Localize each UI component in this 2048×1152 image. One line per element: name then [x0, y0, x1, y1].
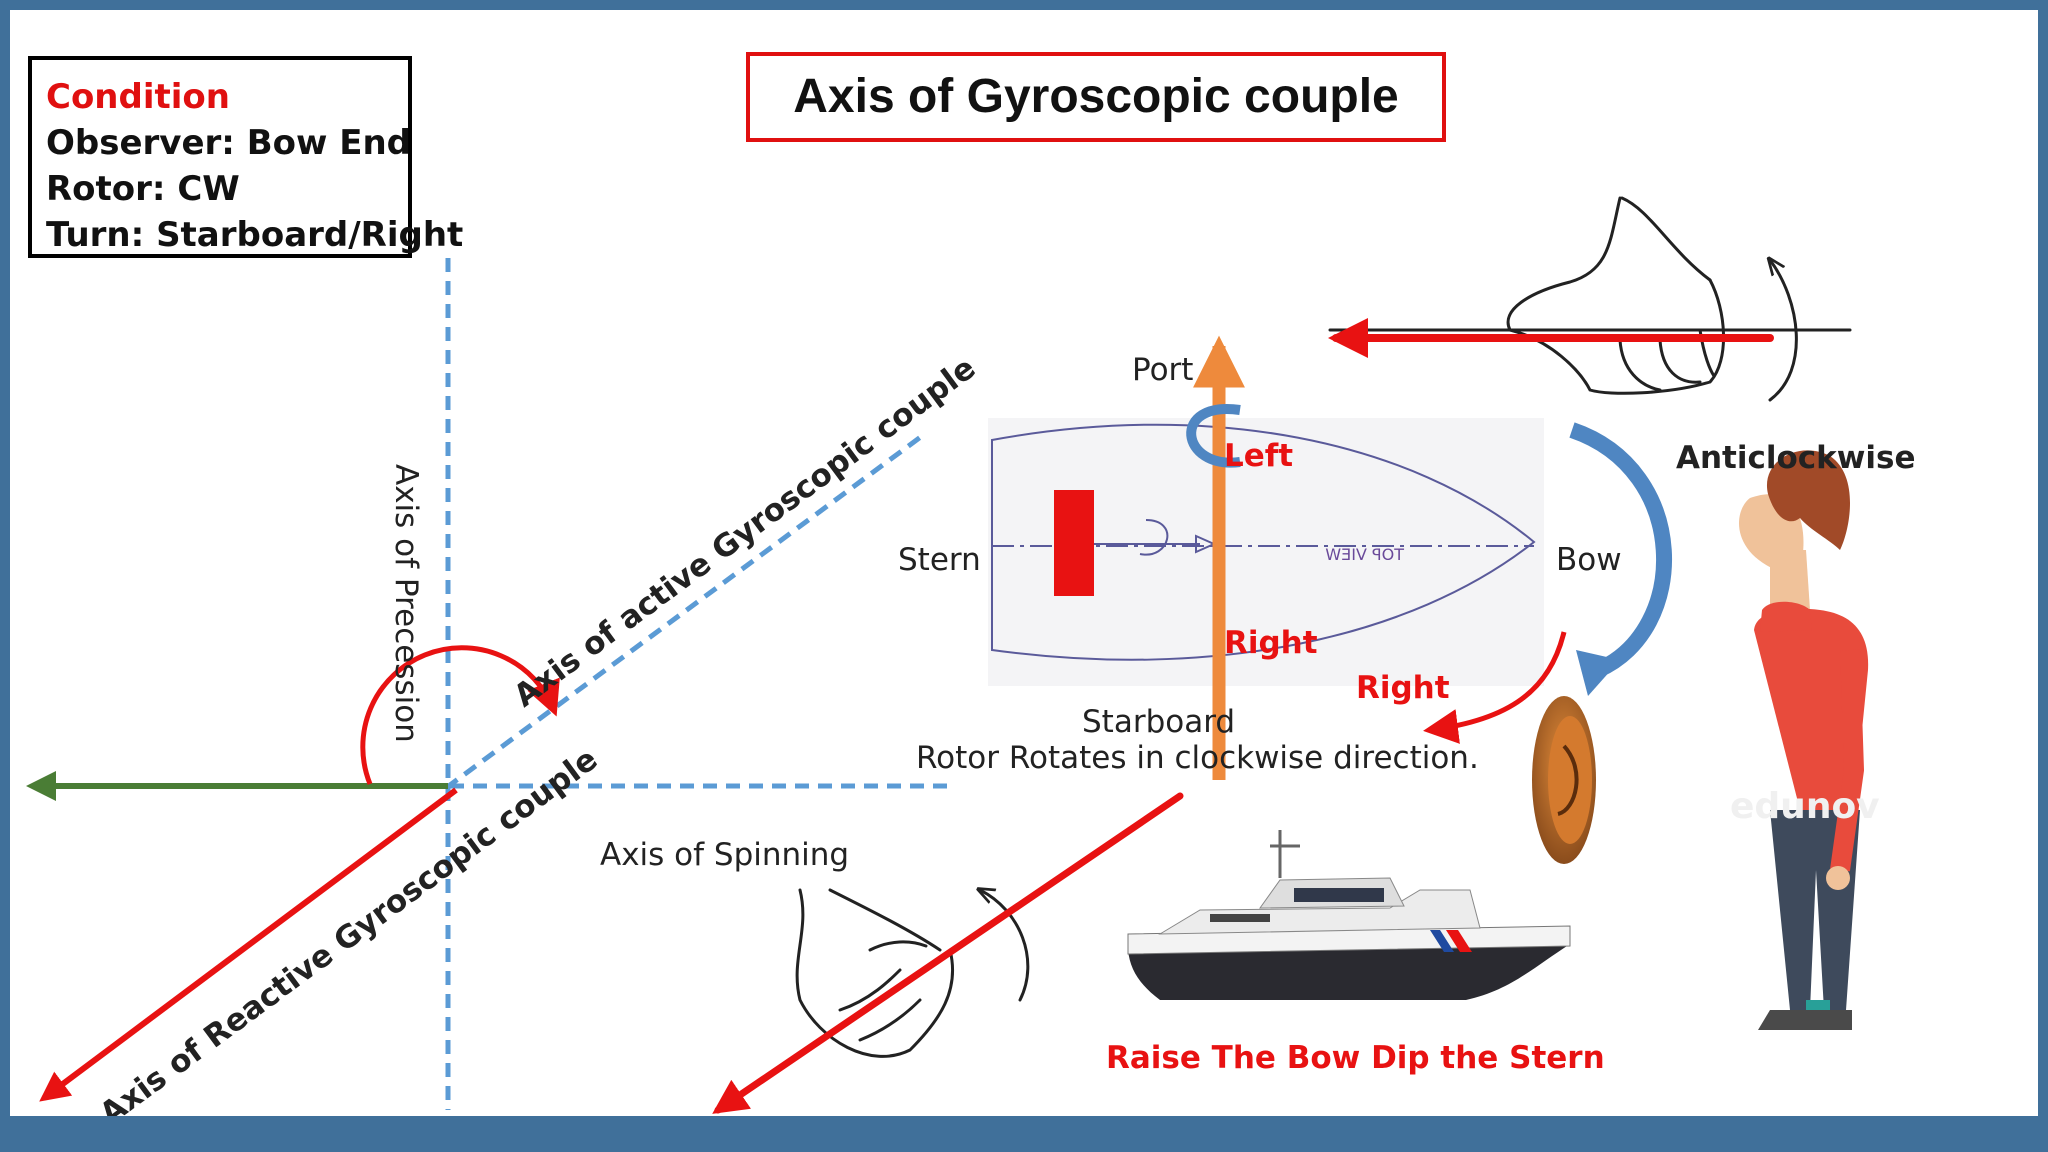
- anticlockwise-blue-arrow: [1569, 422, 1672, 678]
- active-couple-axis-line: [444, 433, 924, 791]
- bow-label: Bow: [1556, 542, 1622, 578]
- precession-rotation-arc: [360, 645, 560, 785]
- right-hand-rule-icon: [712, 792, 1184, 1114]
- page-title: Axis of Gyroscopic couple: [793, 70, 1399, 123]
- bottom-red-arrow: [712, 792, 1184, 1114]
- right-label: Right: [1224, 625, 1318, 661]
- axis-precession-label: Axis of Precession: [388, 464, 424, 743]
- watermark: edunov: [1730, 786, 1880, 827]
- axis-reactive-couple-label: Axis of Reactive Gyroscopic couple: [93, 741, 604, 1116]
- condition-turn: Turn: Starboard/Right: [46, 215, 464, 255]
- ship-top-view: [988, 335, 1544, 780]
- reactive-couple-arrow: [39, 787, 458, 1102]
- title-box: Axis of Gyroscopic couple: [746, 52, 1446, 142]
- axis-spinning-label: Axis of Spinning: [600, 837, 849, 873]
- top-view-label: TOP VIEW: [1325, 545, 1405, 564]
- anticlockwise-arrowhead: [1576, 650, 1620, 696]
- rotor-disc-icon: [1532, 696, 1596, 864]
- condition-box: Condition Observer: Bow End Rotor: CW Tu…: [28, 56, 464, 258]
- bottom-frame: [0, 1116, 2048, 1152]
- port-label: Port: [1132, 352, 1193, 388]
- condition-observer: Observer: Bow End: [46, 123, 412, 163]
- anticlockwise-label: Anticlockwise: [1676, 440, 1916, 476]
- spin-curl-icon: [1186, 404, 1241, 468]
- axis-active-couple-label: Axis of active Gyroscopic couple: [507, 350, 982, 715]
- raise-bow-label: Raise The Bow Dip the Stern: [1106, 1040, 1605, 1076]
- slide: Axis of Precession Axis of active Gyrosc…: [10, 10, 2038, 1116]
- observer-person-icon: [1738, 450, 1869, 1030]
- rotor-bar: [1054, 490, 1094, 596]
- starboard-label: Starboard: [1082, 704, 1235, 740]
- bow-red-arc: [1423, 631, 1567, 744]
- axis-system: [25, 258, 956, 1110]
- left-label: Left: [1224, 438, 1293, 474]
- right-hand-rule-icon: [1328, 196, 1852, 402]
- diagram: Axis of Precession Axis of active Gyrosc…: [25, 196, 1916, 1116]
- stern-label: Stern: [898, 542, 981, 578]
- condition-heading: Condition: [46, 77, 230, 117]
- boat-icon: [1127, 830, 1571, 1000]
- rotor-note: Rotor Rotates in clockwise direction.: [916, 740, 1479, 776]
- condition-rotor: Rotor: CW: [46, 169, 240, 209]
- right-label-2: Right: [1356, 670, 1450, 706]
